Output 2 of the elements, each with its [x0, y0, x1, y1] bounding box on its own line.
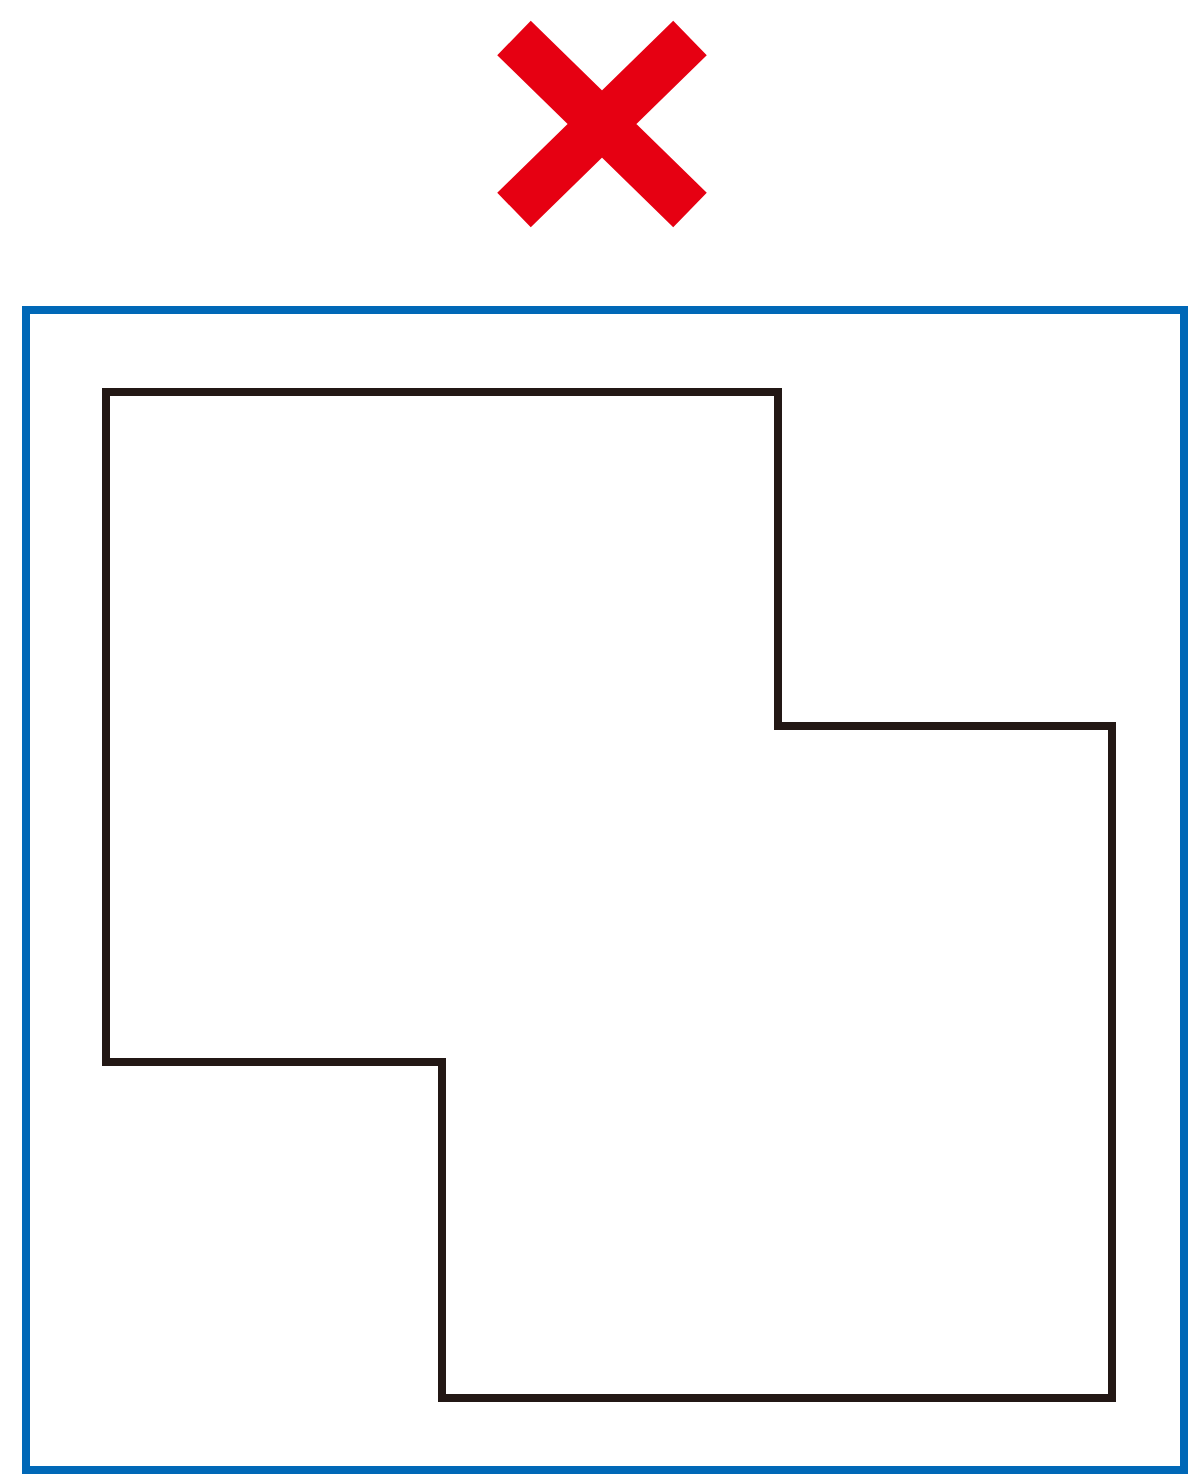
stepped-polygon [102, 388, 1116, 1402]
frame-border [22, 306, 1188, 1474]
